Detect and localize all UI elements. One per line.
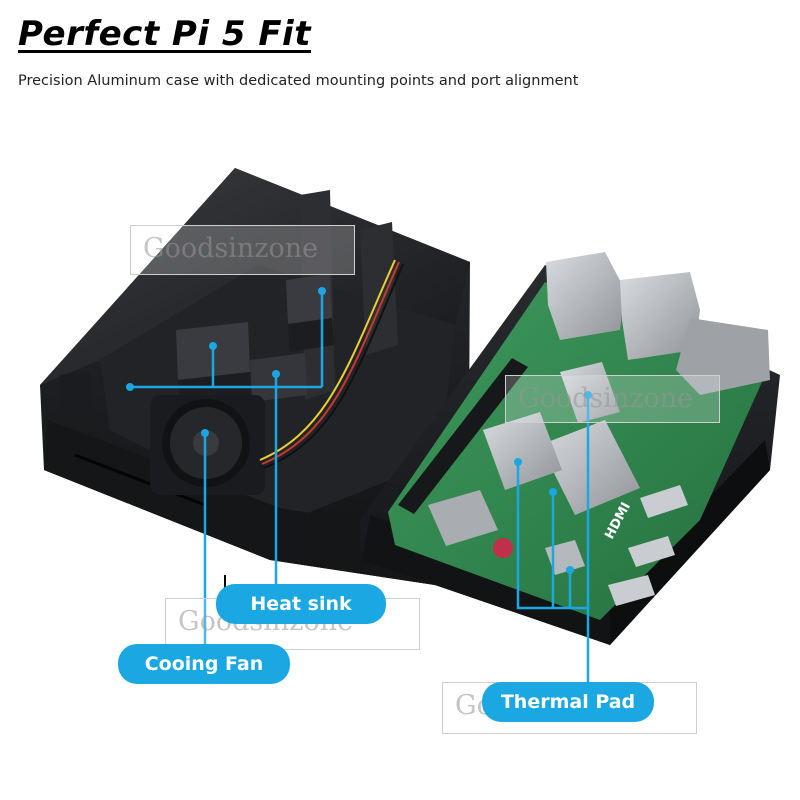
cooling-fan-callout: Cooing Fan [118,644,290,684]
cooling-fan [150,395,265,495]
watermark: Goodsinzone [505,375,720,423]
case-top-shell [40,168,470,600]
page-subtitle: Precision Aluminum case with dedicated m… [18,73,579,89]
callout-dots [126,287,592,574]
thermal-pad-callout: Thermal Pad [482,682,654,722]
fan-wires [259,259,404,469]
heatsink-block-3 [250,353,307,402]
raspberry-pi-5-board: HDMI [388,252,770,620]
watermark: Goodsinzone [130,225,355,275]
heatsink-block-1 [286,274,334,352]
callout-lines [130,290,590,690]
page-title: Perfect Pi 5 Fit [18,14,311,54]
heat-sink-callout: Heat sink [216,584,386,624]
